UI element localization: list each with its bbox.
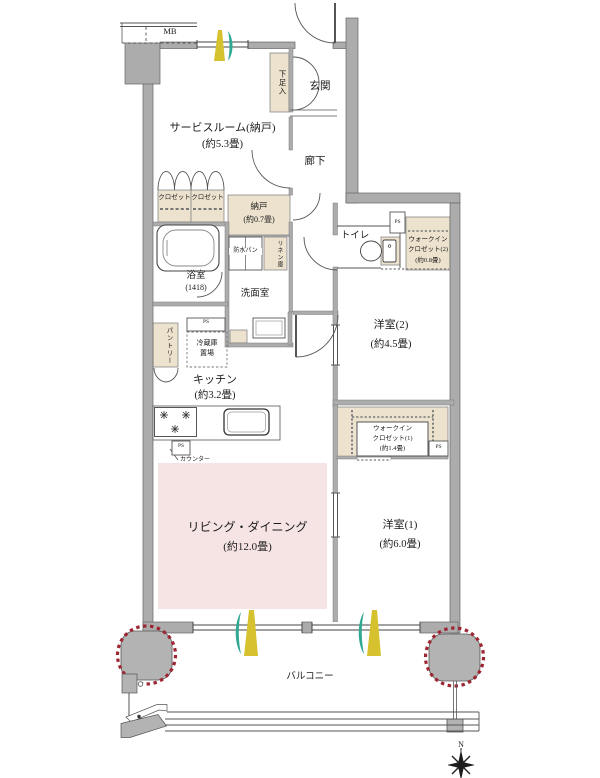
pipe-spaces — [171, 211, 449, 457]
bath-door-arc — [196, 271, 223, 298]
pantry-label: パントリー — [165, 327, 172, 365]
genkan-step — [290, 109, 337, 117]
shoe-cabinet-label: 下足入 — [278, 70, 287, 96]
closet-fold-door-arc — [157, 171, 175, 191]
sink-icon — [223, 408, 270, 436]
stove-icon — [154, 407, 197, 437]
door-arcs — [153, 2, 339, 383]
bathroom-label: 浴室 — [186, 271, 206, 281]
nando-door-arc — [292, 192, 321, 221]
pillar-bottom-left — [120, 630, 173, 681]
wic1-inner-box — [356, 421, 429, 457]
washroom-label: 洗面室 — [240, 289, 270, 299]
living-door-arc — [295, 314, 339, 358]
ps-wic1-label: PS — [435, 444, 442, 450]
pantry-fold-door-arc — [153, 367, 167, 383]
meter-box-area — [120, 22, 197, 44]
window-vent-icon-living — [235, 610, 258, 656]
pillar-top-left — [124, 42, 161, 85]
wic1-label-1: ウォークイン — [373, 425, 412, 432]
bedroom1-size: (約6.0畳) — [379, 539, 421, 550]
sliding-doors — [331, 324, 340, 538]
bedroom1-label: 洋室(1) — [382, 519, 418, 531]
nando-size: (約0.7畳) — [243, 215, 275, 224]
wic1-size: (約1.4畳) — [379, 445, 406, 452]
pillar-bottom-right — [428, 633, 481, 682]
toilet-icon — [360, 240, 382, 262]
compass-icon — [447, 748, 475, 778]
living-dining-floor — [158, 463, 327, 609]
closet-left-label: クロゼット — [158, 194, 191, 201]
railing-post — [446, 718, 464, 733]
shoe-cabinet-door-arc — [292, 56, 320, 85]
kitchen-size: (約3.2畳) — [194, 390, 236, 401]
bedroom2-label: 洋室(2) — [373, 319, 409, 331]
hallway-label: 廊下 — [304, 156, 326, 167]
bathroom-fixtures — [156, 224, 220, 272]
closet-right-label: クロゼット — [191, 194, 224, 201]
compass-north-label: N — [458, 740, 464, 749]
bathroom-size: (1418) — [185, 283, 207, 292]
linen-label: リネン庫 — [276, 240, 282, 268]
balcony-label: バルコニー — [286, 672, 334, 682]
wic2-box — [405, 216, 451, 271]
ps-counter-label: PS — [177, 443, 185, 449]
window-vent-icon-top — [214, 30, 233, 61]
service-room-size: (約5.3畳) — [201, 139, 244, 150]
pillar-marker-left — [115, 624, 178, 686]
nando-label: 納戸 — [250, 201, 268, 211]
balcony-structures — [115, 624, 486, 738]
living-dining-size: (約12.0畳) — [223, 541, 272, 553]
ps-kitchen-label: PS — [202, 319, 210, 325]
wic1-label-2: クロゼット(1) — [372, 435, 413, 442]
window-vent-icon-bedroom1 — [358, 610, 381, 656]
dashed-details — [160, 208, 449, 461]
toilet-door-arc — [303, 236, 338, 271]
balcony-railing — [165, 711, 480, 732]
waterproof-pan-label: 防水パン — [229, 248, 262, 255]
pantry-box — [152, 322, 179, 368]
mb-label: MB — [163, 26, 177, 36]
toilet-room — [337, 225, 401, 269]
genkan-label: 玄関 — [309, 81, 331, 92]
interior-walls — [152, 47, 455, 623]
fridge-label-2: 置場 — [200, 349, 214, 357]
outer-walls — [124, 17, 461, 634]
pillar-marker-right — [423, 626, 486, 688]
toilet-tank — [382, 239, 397, 263]
closet-left-box — [157, 189, 192, 223]
entrance-door-arc — [294, 2, 336, 44]
wic2-size: (約0.8畳) — [415, 257, 441, 264]
counter-label: カウンター — [179, 457, 210, 463]
bedroom2-size: (約4.5畳) — [370, 339, 412, 350]
nando-box — [227, 194, 291, 236]
duct-box — [229, 329, 248, 344]
fridge-label-1: 冷蔵庫 — [196, 339, 218, 347]
service-room-door-arc — [251, 149, 291, 189]
washbasin-icon — [252, 317, 286, 339]
toilet-label: トイレ — [340, 231, 370, 241]
ps-toilet-label: PS — [394, 219, 401, 225]
wic2-label-2: クロゼット(2) — [407, 246, 449, 253]
linen-box — [263, 236, 288, 271]
kitchen-fixtures — [152, 405, 281, 461]
service-room-label: サービスルーム(納戸) — [169, 122, 276, 134]
living-dining-label: リビング・ダイニング — [187, 520, 308, 534]
wic2-label-1: ウォークイン — [408, 236, 448, 243]
balcony-ramp — [120, 714, 168, 738]
kitchen-label: キッチン — [193, 374, 237, 386]
